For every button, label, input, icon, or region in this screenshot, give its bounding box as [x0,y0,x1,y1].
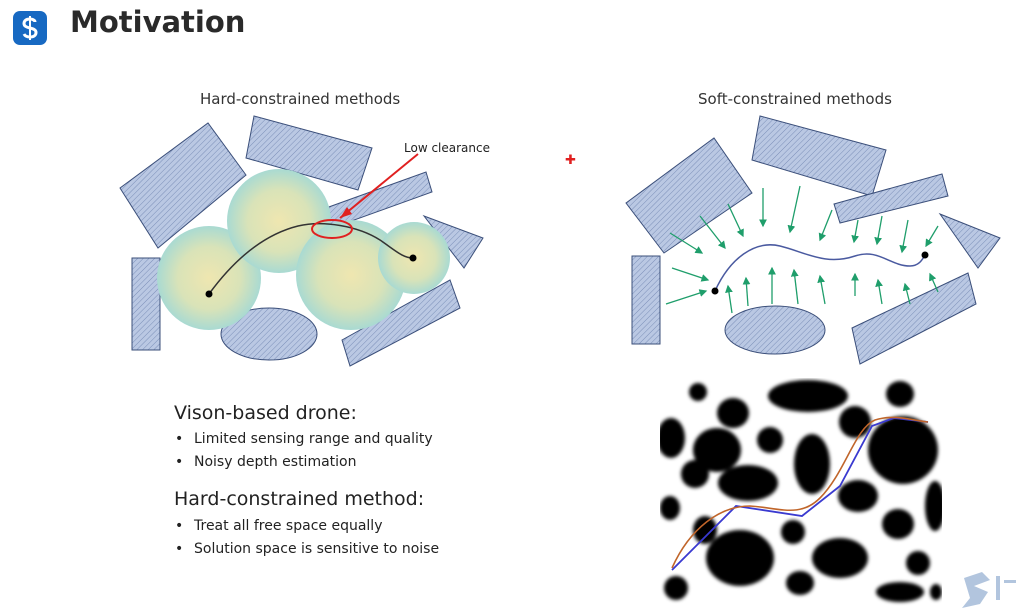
soft-constrained-diagram [625,115,1001,365]
s-logo-icon [13,11,47,45]
obstacle-rect [833,173,949,224]
obstacle-rect [341,279,461,367]
obstacle-rect [625,137,753,254]
hard-bullet-list: Treat all free space equally Solution sp… [172,517,439,563]
bullet-item: Noisy depth estimation [172,453,433,476]
watermark-logo-icon [962,572,1016,608]
goal-point [409,254,417,262]
section-heading-hard: Hard-constrained method: [174,488,425,510]
obstacle-rect [119,122,247,249]
goal-point [921,251,929,259]
drone-bullet-list: Limited sensing range and quality Noisy … [172,430,433,476]
low-clearance-highlight [311,219,353,239]
obstacle-rect [131,257,161,351]
hard-constrained-diagram [119,115,484,367]
left-caption: Hard-constrained methods [200,90,401,108]
right-caption: Soft-constrained methods [698,90,892,108]
obstacle-rect [851,272,977,365]
obstacle-triangle [938,212,1001,269]
bullet-item: Treat all free space equally [172,517,439,540]
obstacle-blobs [660,380,942,602]
smoothed-path [671,416,929,569]
occupancy-map [660,378,942,606]
start-point [711,287,719,295]
safe-region-bubble [157,226,261,330]
red-cross-marker: ✚ [565,152,576,167]
obstacle-rect [751,115,887,197]
section-heading-drone: Vison-based drone: [174,402,357,424]
safe-region-bubble [296,220,406,330]
obstacle-ellipse [724,305,826,355]
bullet-item: Solution space is sensitive to noise [172,540,439,563]
obstacle-rect [245,115,373,191]
annotation-arrow [339,153,419,219]
trajectory [714,244,926,292]
obstacle-ellipse [220,307,318,361]
low-clearance-label: Low clearance [404,141,490,155]
start-point [205,290,213,298]
obstacle-rect [631,255,661,345]
gradient-arrows [665,185,939,314]
bullet-item: Limited sensing range and quality [172,430,433,453]
page-title: Motivation [70,5,246,39]
trajectory [208,222,414,295]
